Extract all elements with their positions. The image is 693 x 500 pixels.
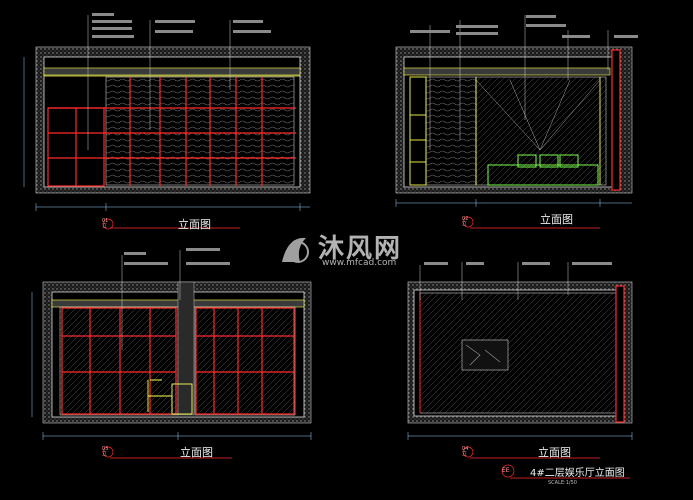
sofa-outline xyxy=(487,154,599,186)
elevation-view-2 xyxy=(395,15,638,229)
watermark-logo-icon xyxy=(282,237,309,263)
view-3-badge: 03 立 xyxy=(102,446,109,457)
view-2-badge: 02 立 xyxy=(462,216,469,227)
elevation-view-3 xyxy=(31,248,312,459)
sheet-title: 4#二层娱乐厅立面图 xyxy=(530,468,625,479)
elevation-view-4 xyxy=(407,262,633,459)
view-4-badge: 04 立 xyxy=(462,446,469,457)
sheet-badge: EE xyxy=(502,467,510,474)
view-4-title: 立面图 xyxy=(538,446,571,459)
projection-screen xyxy=(461,339,509,371)
sheet-title-block xyxy=(501,464,630,479)
sheet-scale: SCALE:1/50 xyxy=(548,480,577,486)
view-1-title: 立面图 xyxy=(178,218,211,231)
watermark-url: www.mfcad.com xyxy=(322,258,397,268)
view-3-title: 立面图 xyxy=(180,446,213,459)
elevation-view-1 xyxy=(23,13,311,230)
view-2-title: 立面图 xyxy=(540,213,573,226)
chair-outline xyxy=(147,379,193,415)
watermark-brand: 沐风网 xyxy=(318,234,403,264)
view-1-badge: 01 立 xyxy=(102,218,109,229)
